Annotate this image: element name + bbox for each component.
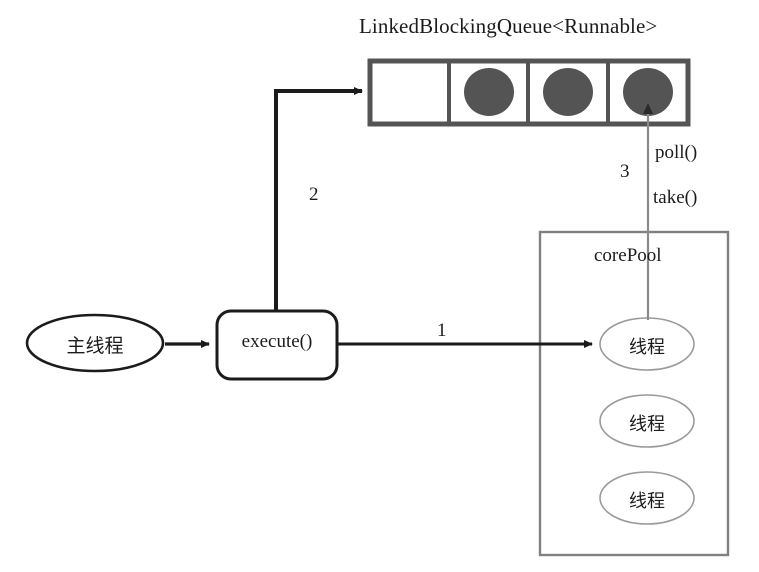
core-pool-label: corePool xyxy=(594,245,662,266)
pool-thread-label-1: 线程 xyxy=(629,337,665,358)
queue-task-circle-3 xyxy=(623,68,673,116)
queue-box xyxy=(367,58,691,127)
pool-thread-label-3: 线程 xyxy=(629,491,665,512)
queue-task-circle-1 xyxy=(464,68,514,116)
pool-thread-label-2: 线程 xyxy=(629,414,665,435)
pool-thread-ellipse-3 xyxy=(599,471,695,525)
take-method-label: take() xyxy=(653,187,698,208)
queue-title-label: LinkedBlockingQueue<Runnable> xyxy=(359,14,658,38)
poll-method-label: poll() xyxy=(655,142,698,163)
queue-task-circle-2 xyxy=(543,68,593,116)
main-thread-ellipse xyxy=(25,313,165,373)
step-2-label: 2 xyxy=(309,184,319,205)
execute-label: execute() xyxy=(241,331,313,352)
step-3-label: 3 xyxy=(620,161,630,182)
step-1-label: 1 xyxy=(437,320,447,341)
arrow-execute-to-queue xyxy=(274,87,363,311)
pool-thread-ellipse-2 xyxy=(599,394,695,448)
main-thread-label: 主线程 xyxy=(66,335,124,357)
